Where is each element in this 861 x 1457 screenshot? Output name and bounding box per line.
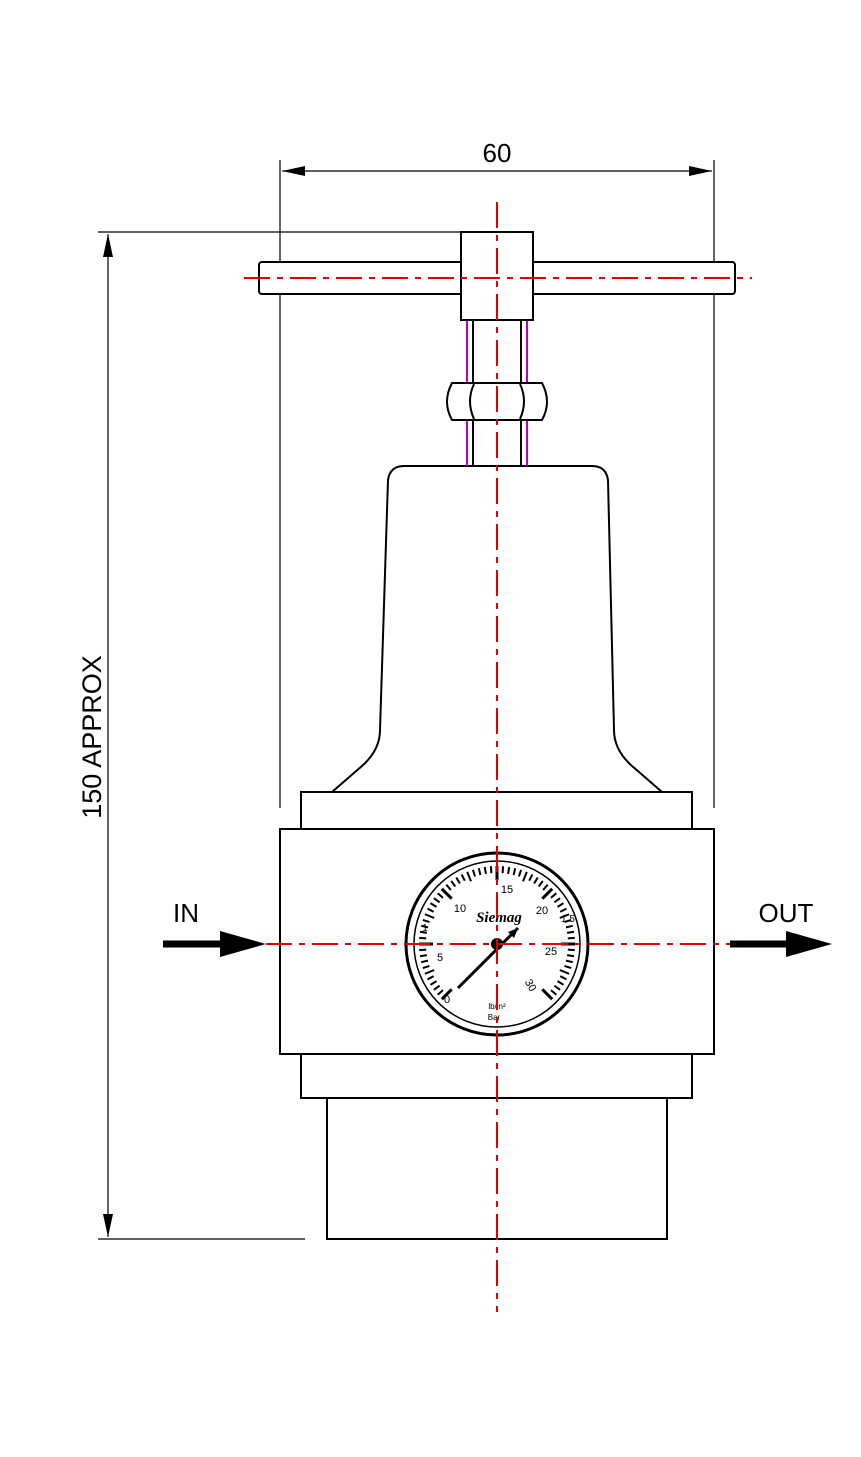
gauge-tick <box>564 918 572 924</box>
gauge-tick <box>501 866 505 874</box>
gauge-tick <box>424 969 435 975</box>
gauge-tick <box>429 902 438 908</box>
width-dimension-label: 60 <box>483 138 512 168</box>
gauge-tick <box>437 892 444 899</box>
gauge-tick <box>433 897 441 904</box>
gauge-tick <box>419 954 428 958</box>
psi-label-30: 30 <box>522 977 539 994</box>
gauge-tick <box>466 871 472 882</box>
gauge-tick <box>556 980 565 986</box>
center-lines <box>244 202 752 1312</box>
gauge-tick <box>455 876 461 885</box>
gauge-tick <box>507 866 511 875</box>
gauge-tick <box>537 880 544 888</box>
psi-label-5: 5 <box>437 952 443 964</box>
gauge-tick <box>477 867 482 876</box>
outlet-arrow: OUT <box>730 898 832 957</box>
gauge-needle <box>456 926 520 990</box>
gauge-tick <box>522 871 528 882</box>
gauge-tick <box>427 975 435 981</box>
psi-label-0: 0 <box>444 994 450 1006</box>
gauge-tick <box>566 930 575 934</box>
gauge-tick <box>542 884 549 891</box>
gauge-tick <box>437 989 444 996</box>
gauge-tick <box>489 866 493 874</box>
gauge-tick <box>541 887 554 900</box>
gauge-tick <box>471 869 477 877</box>
gauge-tick <box>419 930 428 934</box>
gauge-tick <box>567 948 575 952</box>
gauge-tick <box>422 918 430 924</box>
gauge-tick <box>429 980 438 986</box>
gauge-tick <box>553 984 561 991</box>
gauge-tick <box>419 948 427 952</box>
gauge-tick <box>433 984 441 991</box>
bar-label-1-5: 1.5 <box>561 914 575 925</box>
gauge-tick <box>559 913 570 919</box>
psi-label-15: 15 <box>501 884 513 896</box>
gauge-tick <box>567 936 575 940</box>
gauge-tick <box>528 874 534 882</box>
outlet-label: OUT <box>759 898 814 928</box>
psi-label-20: 20 <box>536 905 548 917</box>
gauge-tick <box>556 902 565 908</box>
gauge-unit-bar: Bar <box>488 1013 501 1022</box>
bar-label-1: 1 <box>422 923 428 934</box>
gauge-tick <box>420 959 429 964</box>
inlet-label: IN <box>173 898 199 928</box>
gauge-tick <box>550 989 557 996</box>
gauge-tick <box>553 897 561 904</box>
gauge-tick <box>512 867 517 876</box>
gauge-tick <box>445 884 452 891</box>
gauge-tick <box>427 907 435 913</box>
gauge-tick <box>422 964 430 970</box>
gauge-tick <box>550 892 557 899</box>
gauge-tick <box>517 869 523 877</box>
gauge-tick <box>566 954 575 958</box>
gauge-tick <box>440 887 453 900</box>
gauge-tick <box>424 913 435 919</box>
psi-label-25: 25 <box>545 946 557 958</box>
gauge-tick <box>419 936 427 940</box>
gauge-tick <box>541 988 554 1001</box>
height-dimension-label: 150 APPROX <box>77 655 107 819</box>
psi-label-10: 10 <box>454 903 466 915</box>
gauge-tick <box>450 880 457 888</box>
gauge-tick <box>559 969 570 975</box>
gauge-tick <box>564 964 572 970</box>
gauge-tick <box>559 907 567 913</box>
height-dimension: 150 APPROX <box>77 231 462 1240</box>
gauge-tick <box>565 959 574 964</box>
inlet-arrow: IN <box>163 898 266 957</box>
gauge-tick <box>460 874 466 882</box>
gauge-tick <box>440 988 453 1001</box>
gauge-brand: Siemag <box>476 910 522 926</box>
gauge-tick <box>565 924 574 929</box>
gauge-tick <box>420 924 429 929</box>
gauge-tick <box>483 866 487 875</box>
gauge-tick <box>559 975 567 981</box>
gauge-tick <box>533 876 539 885</box>
